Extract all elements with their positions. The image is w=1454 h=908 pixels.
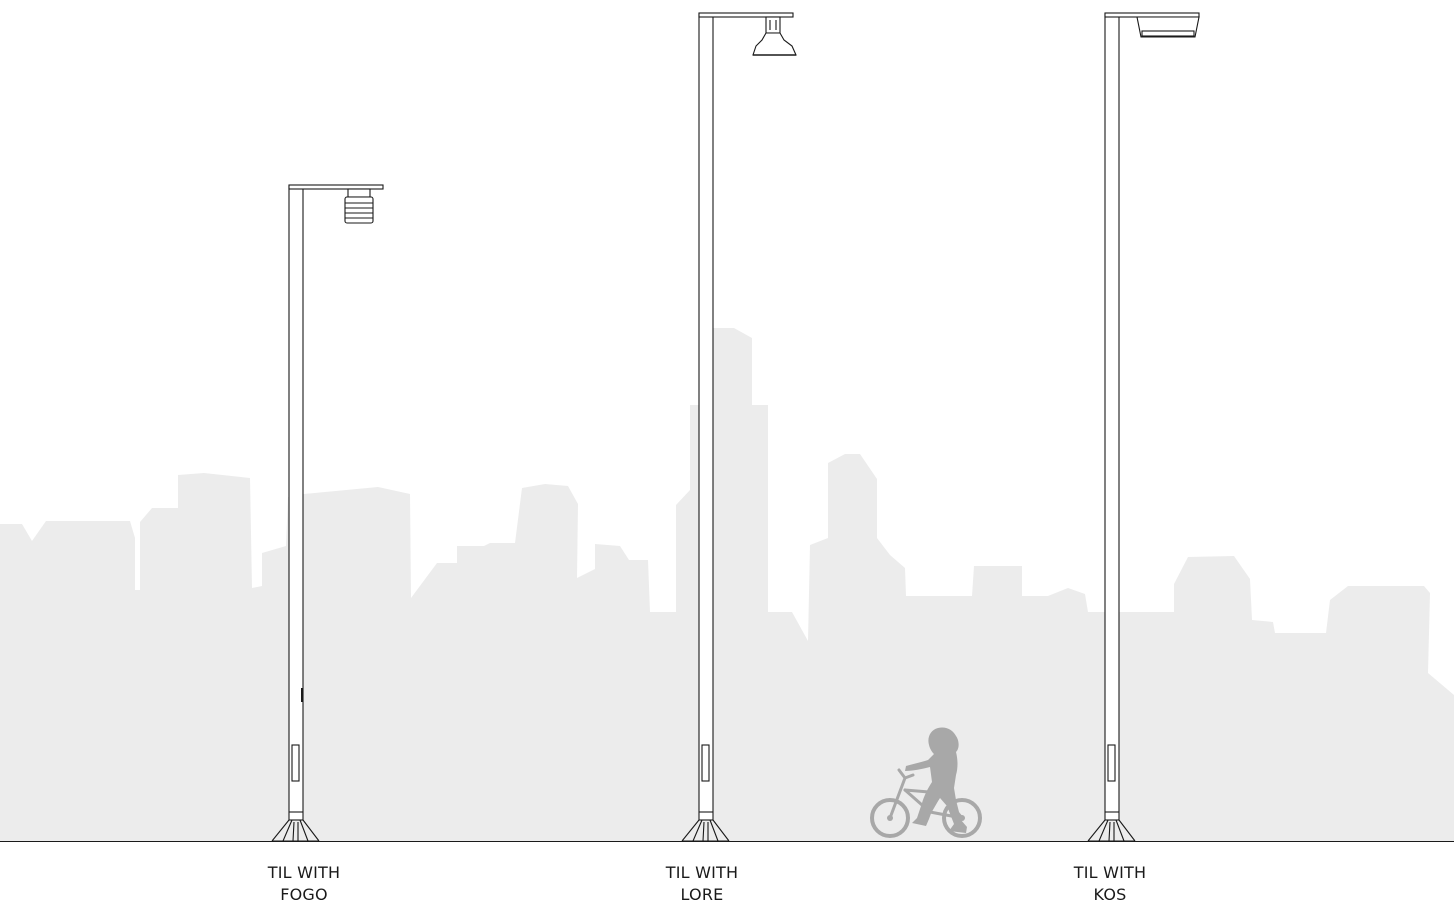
caption-line-1: TIL WITH <box>1073 863 1147 882</box>
access-door <box>1107 744 1116 782</box>
pole-shaft <box>1104 13 1120 821</box>
access-door <box>701 744 710 782</box>
caption-line-2: LORE <box>680 885 724 904</box>
base-plate-icon <box>1087 819 1136 842</box>
caption-line-2: KOS <box>1093 885 1127 904</box>
caption-fogo: TIL WITH FOGO <box>224 862 384 906</box>
caption-lore: TIL WITH LORE <box>622 862 782 906</box>
base-plate-icon <box>271 819 320 842</box>
rider-body <box>905 727 967 833</box>
pole-arm <box>1104 12 1200 18</box>
kos-flat-luminaire-icon <box>1136 16 1200 38</box>
city-skyline-silhouette <box>0 328 1454 841</box>
pole-arm <box>698 12 794 18</box>
pole-lore <box>681 12 797 842</box>
pole-kos <box>1087 12 1200 842</box>
caption-line-2: FOGO <box>280 885 328 904</box>
pole-fogo <box>271 184 384 842</box>
pole-arm <box>288 184 384 190</box>
fogo-cylinder-luminaire-icon <box>344 188 374 224</box>
pole-shaft <box>698 13 714 821</box>
lore-dome-luminaire-icon <box>752 16 797 56</box>
caption-kos: TIL WITH KOS <box>1030 862 1190 906</box>
pole-shaft <box>288 185 304 821</box>
rear-wheel <box>942 798 982 838</box>
base-plate-icon <box>681 819 730 842</box>
child-on-bicycle-silhouette <box>870 727 982 838</box>
front-wheel <box>870 798 910 838</box>
caption-line-1: TIL WITH <box>267 863 341 882</box>
access-door <box>291 744 300 782</box>
caption-line-1: TIL WITH <box>665 863 739 882</box>
